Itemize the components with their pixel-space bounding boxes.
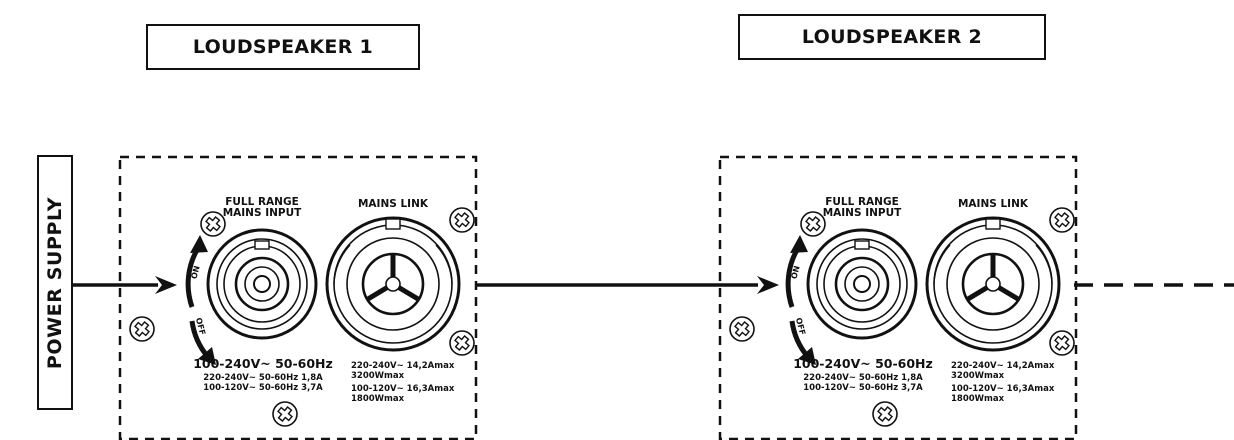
screw-icon <box>200 211 226 237</box>
screw-icon <box>729 316 755 342</box>
loudspeaker-1-panel: FULL RANGE MAINS INPUT MAINS LINK ON OFF… <box>120 157 476 439</box>
screw-icon <box>272 401 298 427</box>
input-rating-2: 100-120V~ 50-60Hz 3,7A <box>203 383 323 393</box>
input-label-line1: FULL RANGE <box>225 196 299 208</box>
screw-icon <box>449 207 475 233</box>
link-rating-1a: 220-240V~ 14,2Amax <box>951 361 1055 371</box>
screw-icon <box>129 316 155 342</box>
screw-icon <box>800 211 826 237</box>
power-supply-box: POWER SUPPLY <box>37 155 73 410</box>
link-label: MAINS LINK <box>958 198 1029 210</box>
screw-icon <box>872 401 898 427</box>
link-rating-2b: 1800Wmax <box>951 394 1005 404</box>
loudspeaker-2-title: LOUDSPEAKER 2 <box>738 14 1046 60</box>
link-rating-1b: 3200Wmax <box>351 371 405 381</box>
input-rating-main: 100-240V~ 50-60Hz <box>793 356 933 371</box>
on-label: ON <box>789 265 801 280</box>
on-label: ON <box>189 265 201 280</box>
link-label: MAINS LINK <box>358 198 429 210</box>
power-feed-arrow <box>155 276 177 294</box>
link-rating-1b: 3200Wmax <box>951 371 1005 381</box>
input-label-line2: MAINS INPUT <box>823 207 902 219</box>
screw-icon <box>449 330 475 356</box>
input-rating-main: 100-240V~ 50-60Hz <box>193 356 333 371</box>
off-label: OFF <box>194 317 207 336</box>
input-rating-2: 100-120V~ 50-60Hz 3,7A <box>803 383 923 393</box>
link-cable-arrow <box>757 276 779 294</box>
loudspeaker-2-panel: FULL RANGE MAINS INPUT MAINS LINK ON OFF… <box>720 157 1076 439</box>
input-label-line2: MAINS INPUT <box>223 207 302 219</box>
input-rating-1: 220-240V~ 50-60Hz 1,8A <box>203 373 323 383</box>
screw-icon <box>1049 330 1075 356</box>
screw-icon <box>1049 207 1075 233</box>
link-rating-1a: 220-240V~ 14,2Amax <box>351 361 455 371</box>
input-rating-1: 220-240V~ 50-60Hz 1,8A <box>803 373 923 383</box>
loudspeaker-1-title: LOUDSPEAKER 1 <box>146 24 420 70</box>
input-label-line1: FULL RANGE <box>825 196 899 208</box>
link-rating-2a: 100-120V~ 16,3Amax <box>951 384 1055 394</box>
link-rating-2a: 100-120V~ 16,3Amax <box>351 384 455 394</box>
off-label: OFF <box>794 317 807 336</box>
link-rating-2b: 1800Wmax <box>351 394 405 404</box>
